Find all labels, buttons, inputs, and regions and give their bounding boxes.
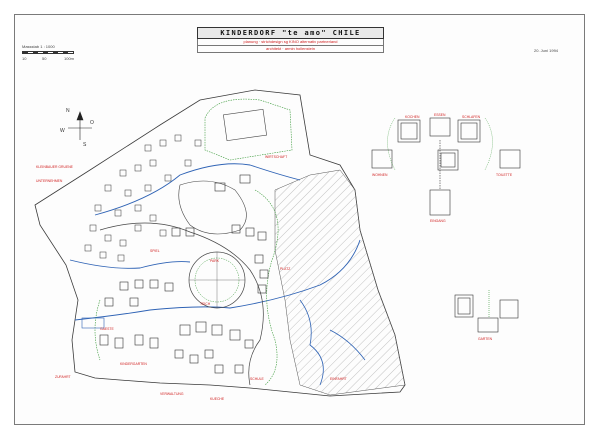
north-letter: N	[66, 108, 70, 114]
stream-north	[94, 163, 301, 216]
drawing-date: 20. Juni 1994	[534, 48, 559, 53]
site-label-11: PLATZ	[280, 267, 290, 271]
stream-branch	[329, 329, 366, 361]
main-road	[99, 222, 264, 386]
detail-label-0: KOCHEN	[405, 115, 420, 119]
house-cluster-north	[104, 134, 202, 197]
site-label-7: EINFAHRT	[330, 377, 347, 381]
subtitle-planning: planung · strichdesign sg KINO alternati…	[197, 39, 384, 46]
site-label-10: GAESTE	[100, 327, 114, 331]
drawing-title: KINDERDORF "te amo" CHILE	[197, 27, 384, 39]
site-label-6: ZUFAHRT	[55, 375, 71, 379]
building-east	[239, 174, 251, 184]
tree-row-east	[254, 189, 279, 386]
scale-bar	[22, 51, 74, 54]
site-label-0: KLEINBAUER GRUENE	[36, 165, 74, 169]
house-cluster-south	[99, 321, 254, 374]
detail-label-1: ESSEN	[434, 113, 446, 117]
site-label-9: SCHULE	[250, 377, 264, 381]
scale-label: Massstab 1 : 1000	[22, 44, 55, 49]
west-letter: W	[60, 128, 65, 134]
site-label-4: WIRTSCHAFT	[265, 155, 287, 159]
hatched-field	[274, 169, 406, 396]
stream-middle	[69, 259, 191, 269]
stream-south	[74, 239, 361, 321]
scale-tick-100: 100m	[64, 56, 75, 61]
east-letter: O	[90, 120, 94, 126]
scale-tick-50: 50	[42, 56, 47, 61]
site-boundary	[34, 89, 406, 397]
site-label-12: KINDERGARTEN	[120, 362, 147, 366]
scale-tick-10: 10	[22, 56, 27, 61]
building-south-gate	[81, 317, 105, 329]
north-arrow	[68, 111, 92, 140]
tree-row-west	[94, 299, 101, 361]
detail-plan-house	[371, 117, 521, 216]
detail-label-4: TOILETTE	[496, 173, 513, 177]
detail-plan-small	[454, 290, 519, 333]
sports-field-outline	[204, 98, 293, 161]
subtitle-architect: architekt · armin hollenstein	[197, 46, 384, 53]
site-label-8: KUECHE	[210, 397, 225, 401]
site-label-13: VERWALTUNG	[160, 392, 184, 396]
south-letter: S	[83, 142, 87, 148]
building-north	[214, 182, 226, 192]
detail-label-2: SCHLAFEN	[462, 115, 481, 119]
site-label-2: SPIEL	[150, 249, 160, 253]
detail-label-6: GARTEN	[478, 337, 493, 341]
site-label-5: TEICH	[200, 302, 211, 306]
site-label-3: PARK	[210, 259, 220, 263]
sports-field	[223, 109, 267, 141]
detail-label-3: WOHNEN	[372, 173, 388, 177]
house-cluster-center	[104, 224, 269, 307]
house-cluster-west	[84, 204, 167, 262]
site-label-1: UNTERNEHMEN	[36, 179, 63, 183]
stream-east	[299, 299, 324, 386]
detail-label-5: EINGANG	[430, 219, 446, 223]
ring-road	[178, 180, 247, 235]
